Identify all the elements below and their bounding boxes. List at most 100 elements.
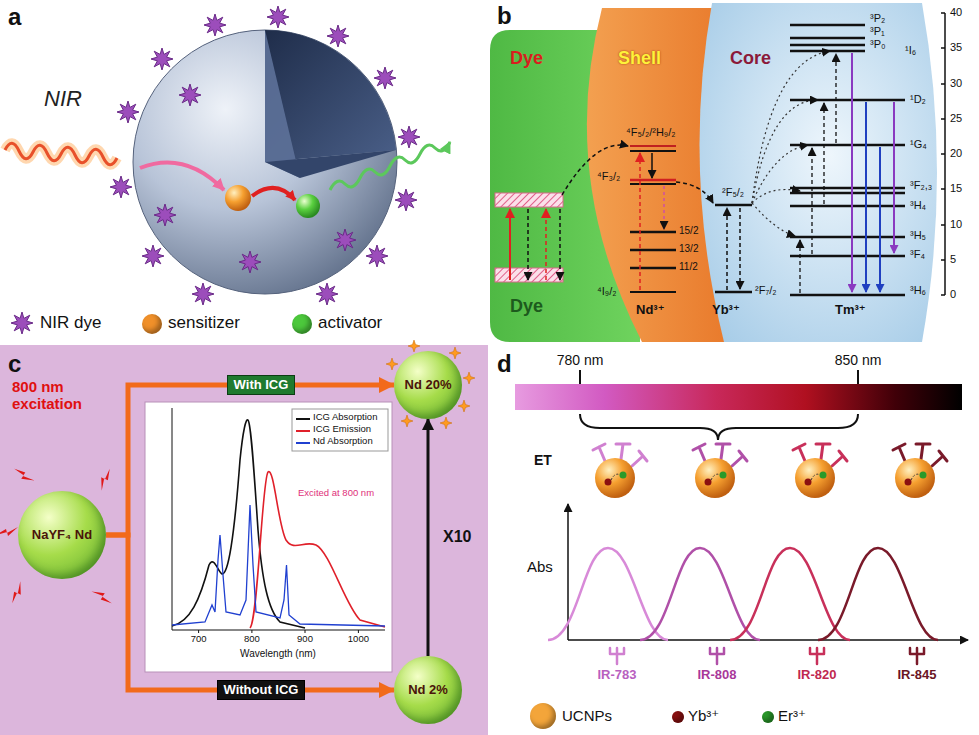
energy-level-diagram bbox=[790, 205, 905, 208]
energy-level-diagram bbox=[865, 102, 867, 292]
figure-label: 13/2 bbox=[679, 243, 698, 255]
dye-series-panel bbox=[893, 444, 947, 498]
figure-label: ¹I₆ bbox=[905, 44, 916, 57]
energy-level-diagram bbox=[495, 268, 563, 282]
figure-label: Wavelength (nm) bbox=[240, 648, 316, 660]
region-label: Dye bbox=[510, 48, 543, 69]
energy-level-diagram bbox=[941, 47, 945, 49]
figure-label: 700 bbox=[191, 634, 207, 645]
figure-label: ³F₂,₃ bbox=[910, 179, 932, 192]
nanoparticle-sphere bbox=[133, 30, 397, 294]
spectrum-chart bbox=[296, 430, 310, 432]
energy-level-diagram bbox=[893, 102, 895, 253]
figure-label: 25 bbox=[950, 112, 962, 125]
energy-level-diagram bbox=[790, 144, 905, 147]
nanoparticle-sphere bbox=[140, 162, 224, 190]
icg-stars bbox=[440, 417, 452, 429]
energy-level-diagram bbox=[941, 259, 945, 261]
laser-bolts bbox=[95, 468, 116, 491]
dye-series-panel bbox=[810, 648, 824, 664]
energy-level-diagram bbox=[790, 24, 865, 27]
figure-label: 800 bbox=[244, 634, 260, 645]
energy-level-diagram bbox=[941, 224, 945, 226]
icg-stars bbox=[401, 415, 413, 427]
nir-dye-stars bbox=[151, 48, 173, 70]
nir-dye-stars bbox=[334, 229, 356, 251]
energy-level-diagram bbox=[790, 187, 905, 190]
dye-series-panel bbox=[579, 370, 581, 384]
figure-label: ³F₄ bbox=[910, 248, 925, 261]
icg-stars bbox=[408, 340, 420, 352]
legend-label: sensitizer bbox=[168, 313, 240, 333]
light-waves bbox=[5, 143, 117, 165]
nir-dye-stars bbox=[239, 251, 261, 273]
figure-label: ³H₄ bbox=[910, 199, 926, 212]
energy-level-diagram bbox=[790, 37, 865, 40]
region-shape bbox=[490, 30, 640, 342]
energy-level-diagram bbox=[879, 147, 881, 292]
light-waves bbox=[5, 143, 117, 165]
figure-label: d bbox=[497, 350, 512, 378]
energy-level-diagram bbox=[851, 53, 853, 292]
nanoparticle-sphere bbox=[225, 185, 251, 211]
light-waves bbox=[330, 142, 450, 190]
energy-level-diagram bbox=[630, 183, 676, 185]
nanoparticle-circle: NaYF₄ Nd bbox=[18, 491, 106, 579]
energy-level-diagram bbox=[941, 13, 945, 295]
energy-level-diagram bbox=[941, 153, 945, 155]
spectrum-chart bbox=[358, 630, 359, 633]
nir-dye-stars bbox=[398, 126, 420, 148]
figure-label: Excited at 800 nm bbox=[298, 488, 374, 499]
figure-label: 850 nm bbox=[835, 352, 882, 368]
spectrum-chart bbox=[296, 418, 310, 420]
energy-level-diagram bbox=[790, 255, 905, 258]
nir-dye-stars bbox=[142, 245, 164, 267]
nir-dye-stars bbox=[11, 6, 420, 334]
energy-level-diagram bbox=[941, 83, 945, 85]
edge-label: X10 bbox=[437, 526, 477, 548]
nir-dye-stars bbox=[179, 84, 201, 106]
figure-label: ET bbox=[534, 452, 552, 468]
laser-bolts bbox=[91, 586, 112, 609]
laser-bolts bbox=[0, 527, 18, 536]
region-label: Core bbox=[730, 48, 771, 69]
spectrum-chart bbox=[199, 630, 359, 633]
circle-label: Nd 20% bbox=[405, 378, 452, 393]
dye-series-panel bbox=[548, 548, 668, 640]
figure-label: ⁴F₃/₂ bbox=[597, 170, 620, 183]
spectrum-chart bbox=[145, 402, 392, 672]
dye-series-panel bbox=[515, 370, 968, 664]
nir-dye-stars bbox=[11, 312, 33, 334]
figure-label: 15 bbox=[950, 182, 962, 195]
nanoparticle-circle: Nd 2% bbox=[394, 656, 462, 724]
figure-label: Yb³⁺ bbox=[712, 303, 740, 318]
energy-level-diagram bbox=[630, 267, 676, 270]
figure-label: b bbox=[497, 2, 512, 30]
spectrum-chart bbox=[292, 409, 388, 451]
figure-label: 780 nm bbox=[557, 352, 604, 368]
figure-label: 30 bbox=[950, 77, 962, 90]
dye-series-panel bbox=[693, 444, 747, 498]
icg-stars bbox=[463, 372, 475, 384]
laser-bolts bbox=[0, 464, 116, 609]
figure-label: ³P₂ bbox=[870, 12, 885, 25]
energy-level-diagram bbox=[941, 118, 945, 120]
energy-level-diagram bbox=[715, 204, 752, 207]
nanoparticle-sphere bbox=[296, 194, 320, 218]
dye-series-panel bbox=[818, 548, 938, 640]
energy-level-diagram bbox=[559, 209, 561, 280]
figure-label: NIR bbox=[44, 86, 82, 111]
figure-label: 0 bbox=[950, 288, 956, 301]
energy-level-diagram bbox=[790, 192, 905, 195]
energy-level-diagram bbox=[630, 150, 676, 152]
energy-level-diagram bbox=[941, 188, 945, 190]
region-shape bbox=[700, 3, 938, 342]
legend-label: UCNPs bbox=[562, 707, 612, 724]
laser-bolts bbox=[6, 581, 27, 604]
figure-label: 15/2 bbox=[679, 225, 698, 237]
circle-label: NaYF₄ Nd bbox=[32, 528, 92, 543]
edge-label: With ICG bbox=[227, 375, 296, 396]
nanoparticle-circle: Nd 20% bbox=[394, 351, 462, 419]
legend-label: Er³⁺ bbox=[778, 707, 806, 724]
